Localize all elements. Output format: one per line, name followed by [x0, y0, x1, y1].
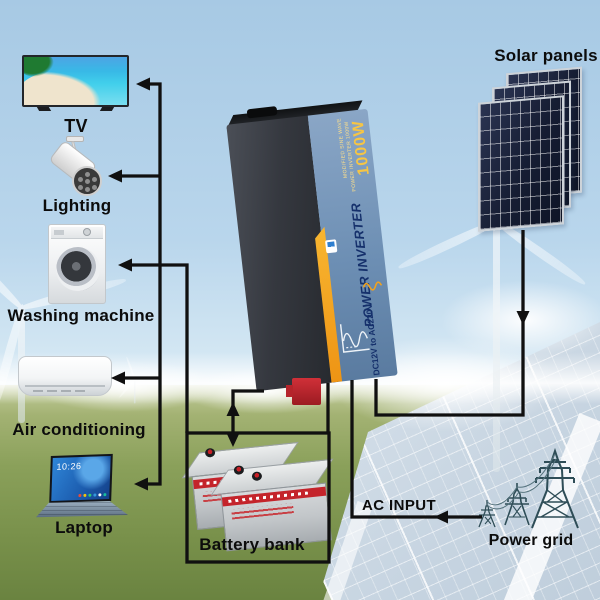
air-conditioner: [18, 356, 112, 396]
laptop-keyboard: [36, 501, 128, 518]
arrow-solar-down: [516, 311, 530, 325]
wire-inverter-to-battery: [231, 389, 264, 443]
washing-machine-label: Washing machine: [7, 306, 155, 325]
beach-trees: [24, 57, 54, 77]
inverter-face: 1000W MODIFIED SINE WAVE POWER INVERTER …: [308, 108, 398, 382]
orange-signature-icon: [362, 276, 386, 297]
arrow-to-laptop: [134, 477, 148, 491]
wind-turbine-distant: [118, 355, 159, 404]
power-inverter: 1000W MODIFIED SINE WAVE POWER INVERTER …: [226, 100, 398, 392]
ac-input-label: AC INPUT: [362, 497, 437, 514]
sine-wave-icon: [338, 318, 374, 362]
wire-to-washing-machine: [132, 263, 189, 433]
led-lens: [72, 166, 102, 196]
arrow-to-tv: [136, 77, 150, 91]
power-lines: [486, 453, 557, 510]
laptop: 10:26: [36, 453, 128, 521]
wind-turbine: [380, 110, 600, 490]
arrow-to-air-conditioning: [111, 371, 125, 385]
battery-bank-label: Battery bank: [199, 535, 305, 554]
washing-machine: [48, 224, 106, 304]
dc-terminal-block: [286, 378, 321, 405]
lighting-label: Lighting: [42, 196, 112, 215]
wire-ac-output-bus: [146, 82, 162, 486]
battery-bank-box: [185, 431, 331, 564]
arrow-ac-input: [434, 510, 448, 524]
transmission-tower-medium: [504, 483, 530, 526]
laptop-label: Laptop: [55, 518, 113, 537]
arrow-to-battery: [226, 433, 240, 447]
wire-solar-to-inverter: [374, 230, 525, 417]
arrow-to-lighting: [108, 169, 122, 183]
cloud: [440, 280, 600, 360]
tv: [22, 55, 129, 111]
power-grid-label: Power grid: [488, 532, 574, 549]
lighting-fixture: [48, 136, 110, 198]
solar-panels-label: Solar panels: [494, 46, 598, 65]
arrow-to-inverter: [226, 402, 240, 416]
tv-screen: [24, 57, 127, 105]
arrow-to-washing-machine: [118, 258, 132, 272]
tv-label: TV: [64, 116, 88, 136]
power-grid-towers: [478, 447, 579, 529]
washer-door: [56, 247, 100, 291]
air-conditioning-label: Air conditioning: [12, 420, 146, 439]
transmission-tower-small: [478, 500, 496, 528]
